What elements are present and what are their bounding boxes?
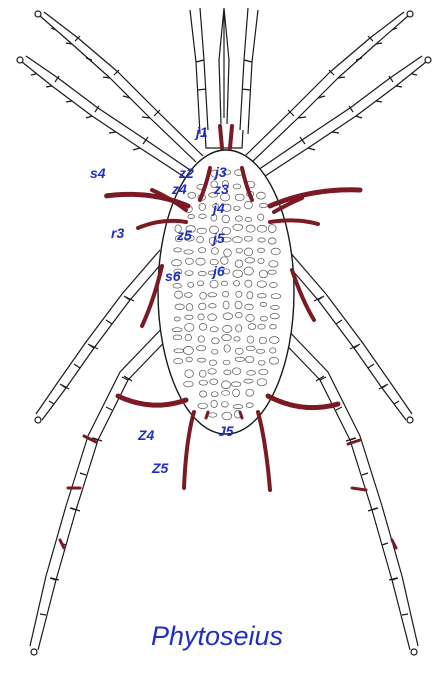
seta-Z4-left xyxy=(118,396,186,405)
leg-2-right xyxy=(258,56,431,178)
palp-right xyxy=(240,8,258,134)
seta-Z5-left xyxy=(184,412,194,488)
label-z4: z4 xyxy=(171,181,187,197)
leg-setae-left xyxy=(60,436,96,548)
leg-4-right xyxy=(272,322,418,655)
leg-2-left xyxy=(17,56,190,178)
seta-s4-right xyxy=(270,190,360,206)
label-J5: J5 xyxy=(218,423,234,439)
label-r3: r3 xyxy=(111,225,124,241)
leg-1-left xyxy=(35,11,203,162)
leg-3-right xyxy=(280,250,413,423)
label-s6: s6 xyxy=(165,268,181,284)
label-s4: s4 xyxy=(90,165,106,181)
seta-j1-right xyxy=(230,126,232,148)
leg-4-left xyxy=(30,322,176,655)
seta-Z5-right xyxy=(258,412,270,490)
leg-1-right xyxy=(245,11,413,162)
label-j4: j4 xyxy=(211,200,225,216)
label-z2: z2 xyxy=(178,165,194,181)
label-z3: z3 xyxy=(213,181,229,197)
label-Z5: Z5 xyxy=(151,460,169,476)
seta-s6-right xyxy=(292,270,314,320)
leg-3-left xyxy=(35,250,168,423)
label-j3: j3 xyxy=(213,164,227,180)
label-z5: z5 xyxy=(176,227,192,243)
seta-Z4-right xyxy=(268,396,338,408)
label-j5: j5 xyxy=(211,230,225,246)
seta-j1-left xyxy=(220,126,222,148)
label-j1: j1 xyxy=(194,124,208,140)
label-Z4: Z4 xyxy=(137,427,155,443)
label-j6: j6 xyxy=(211,263,225,279)
palp-left xyxy=(190,8,208,134)
figure-title: Phytoseius xyxy=(151,621,283,651)
